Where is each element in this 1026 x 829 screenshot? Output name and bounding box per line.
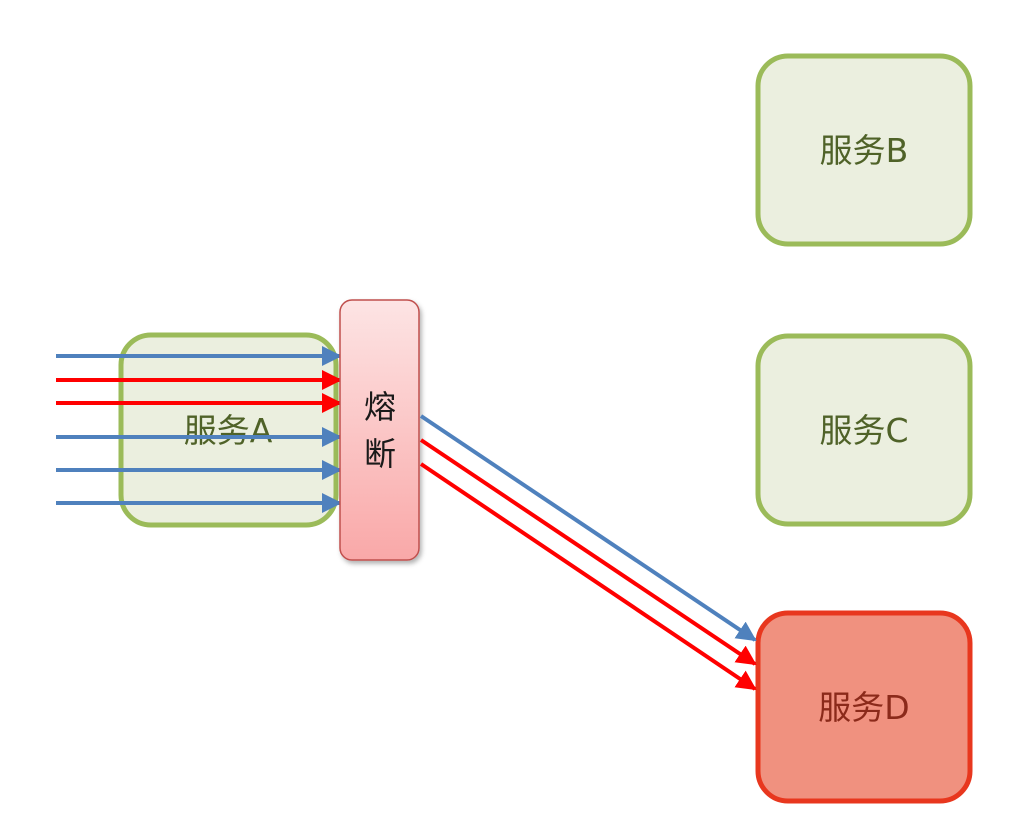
service-c-box: 服务C xyxy=(755,333,973,527)
breaker-label-line1: 熔 xyxy=(364,388,396,426)
incoming-requests xyxy=(56,346,342,513)
service-a-label: 服务A xyxy=(184,411,273,450)
outgoing-failed-request-arrow xyxy=(419,438,757,666)
circuit-breaker: 熔 断 xyxy=(339,299,420,561)
service-d-label: 服务D xyxy=(818,688,909,727)
outgoing-failed-request-arrow xyxy=(419,462,757,691)
service-c-label: 服务C xyxy=(819,411,908,450)
service-b-label: 服务B xyxy=(820,131,909,170)
service-d-box: 服务D xyxy=(755,610,973,804)
service-a-box: 服务A xyxy=(118,332,339,528)
breaker-label-line2: 断 xyxy=(364,435,396,473)
outgoing-requests xyxy=(419,414,757,691)
outgoing-request-arrow xyxy=(419,414,757,642)
service-b-box: 服务B xyxy=(755,53,973,247)
